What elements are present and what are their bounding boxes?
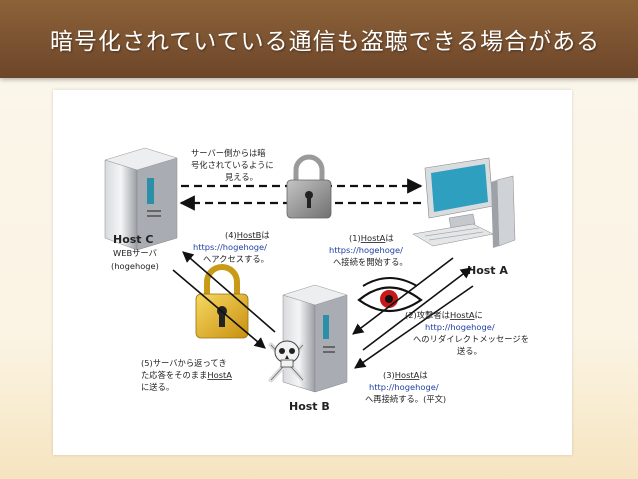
note-server-view-1: サーバー側からは暗 bbox=[191, 148, 266, 158]
host-c-desc1: WEBサーバ bbox=[113, 248, 157, 258]
host-b-label: Host B bbox=[289, 400, 330, 413]
step1-url: https://hogehoge/ bbox=[329, 245, 403, 255]
step4-prefix: (4) bbox=[225, 230, 237, 240]
slide-title: 暗号化されていている通信も盗聴できる場合がある bbox=[50, 29, 601, 55]
gray-lock-icon bbox=[286, 154, 332, 219]
step5-line1: (5)サーバから返ってき bbox=[141, 358, 227, 368]
host-b-server-icon bbox=[282, 284, 348, 393]
step1-line1: (1)HostAは bbox=[349, 233, 394, 243]
host-c-desc2: (hogehoge) bbox=[111, 261, 159, 271]
arrow-step2 bbox=[362, 267, 472, 351]
step5-line2: た応答をそのままHostA bbox=[141, 370, 232, 380]
step2-host: HostA bbox=[450, 310, 475, 320]
step1-suffix: は bbox=[385, 233, 393, 243]
step3-url: http://hogehoge/ bbox=[369, 382, 439, 392]
step3-suffix: は bbox=[419, 370, 427, 380]
host-c-label: Host C bbox=[113, 233, 153, 246]
step4-host: HostB bbox=[237, 230, 262, 240]
diagram-panel: Host C WEBサーバ (hogehoge) Host A Host B bbox=[53, 90, 572, 455]
step4-line1: (4)HostBは bbox=[225, 230, 270, 240]
step4-suffix: は bbox=[261, 230, 269, 240]
host-a-label: Host A bbox=[467, 264, 508, 277]
arrow-step3 bbox=[354, 285, 474, 369]
step2-prefix: (2)攻撃者は bbox=[405, 310, 450, 320]
step3-text: へ再接続する。(平文) bbox=[365, 394, 446, 404]
step2-url: http://hogehoge/ bbox=[425, 322, 495, 332]
step2-line4: 送る。 bbox=[457, 346, 482, 356]
gold-lock-icon bbox=[195, 264, 249, 339]
skull-crossbones-icon bbox=[268, 340, 306, 383]
step2-line3: へのリダイレクトメッセージを bbox=[413, 334, 529, 344]
step4-url: https://hogehoge/ bbox=[193, 242, 267, 252]
network-diagram: Host C WEBサーバ (hogehoge) Host A Host B bbox=[104, 147, 529, 413]
step2-suffix: に bbox=[475, 310, 483, 320]
step5-line2-text: た応答をそのまま bbox=[141, 370, 207, 380]
step3-host: HostA bbox=[395, 370, 420, 380]
title-bar: 暗号化されていている通信も盗聴できる場合がある bbox=[0, 0, 638, 78]
step5-host: HostA bbox=[207, 370, 232, 380]
step3-prefix: (3) bbox=[383, 370, 395, 380]
arrow-c-to-b bbox=[172, 269, 266, 349]
step5-line3: に送る。 bbox=[141, 382, 174, 392]
arrow-b-to-c bbox=[182, 251, 276, 333]
step2-line1: (2)攻撃者はHostAに bbox=[405, 310, 483, 320]
host-a-computer-icon bbox=[412, 157, 516, 248]
host-c-server-icon bbox=[104, 147, 178, 251]
note-server-view-2: 号化されているように bbox=[191, 160, 274, 170]
step3-line1: (3)HostAは bbox=[383, 370, 428, 380]
step4-text: へアクセスする。 bbox=[203, 254, 269, 264]
arrow-step1 bbox=[352, 257, 454, 335]
step1-host: HostA bbox=[361, 233, 386, 243]
step1-prefix: (1) bbox=[349, 233, 361, 243]
note-server-view-3: 見える。 bbox=[225, 172, 258, 182]
step1-text: へ接続を開始する。 bbox=[333, 257, 408, 267]
